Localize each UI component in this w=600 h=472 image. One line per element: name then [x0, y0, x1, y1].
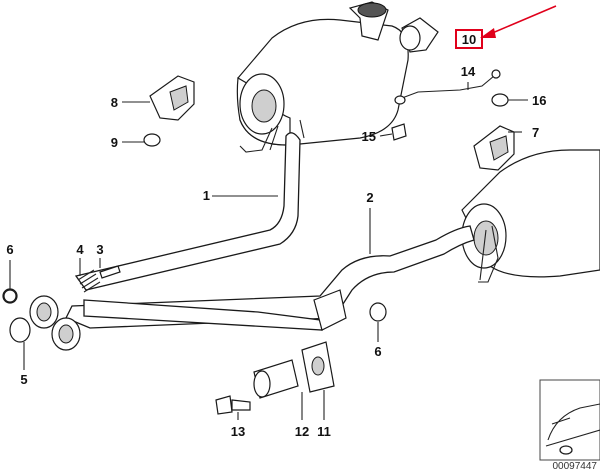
- callout-7: 7: [532, 125, 539, 140]
- rear-silencer-left: [236, 1, 409, 146]
- leader-lines: [9, 82, 528, 420]
- callout-11: 11: [317, 424, 331, 439]
- callout-16: 16: [532, 93, 546, 108]
- callout-6-front: 6: [6, 242, 13, 257]
- callout-9: 9: [111, 135, 118, 150]
- hanger-8: [143, 75, 195, 147]
- catalog-number: 00097447: [553, 461, 598, 472]
- callout-5: 5: [20, 372, 27, 387]
- callout-10: 10: [462, 32, 476, 47]
- rod-14: [394, 69, 501, 105]
- callout-6-rear: 6: [374, 344, 381, 359]
- pipe-2: [65, 225, 475, 331]
- screw-15: [391, 123, 407, 141]
- callout-2: 2: [366, 190, 373, 205]
- highlight-callout-10: [455, 5, 557, 49]
- gasket-and-adapter: [253, 341, 335, 399]
- callout-13: 13: [231, 424, 245, 439]
- callout-14: 14: [461, 64, 476, 79]
- nut-6-front: [3, 289, 17, 303]
- spring-and-bolt: [77, 265, 121, 293]
- callout-12: 12: [295, 424, 309, 439]
- nut-16: [491, 93, 509, 107]
- pipe-1: [74, 119, 305, 291]
- rear-silencer-right: [461, 149, 600, 283]
- callout-1: 1: [203, 188, 210, 203]
- callout-8: 8: [111, 95, 118, 110]
- callout-15: 15: [362, 129, 376, 144]
- tailpipe-tip: [399, 17, 439, 53]
- callout-3: 3: [96, 242, 103, 257]
- vehicle-thumbnail: [539, 379, 600, 461]
- bolt-13: [215, 395, 251, 415]
- callout-4: 4: [76, 242, 84, 257]
- hanger-7: [473, 125, 515, 171]
- pipe-clamp: [313, 289, 387, 331]
